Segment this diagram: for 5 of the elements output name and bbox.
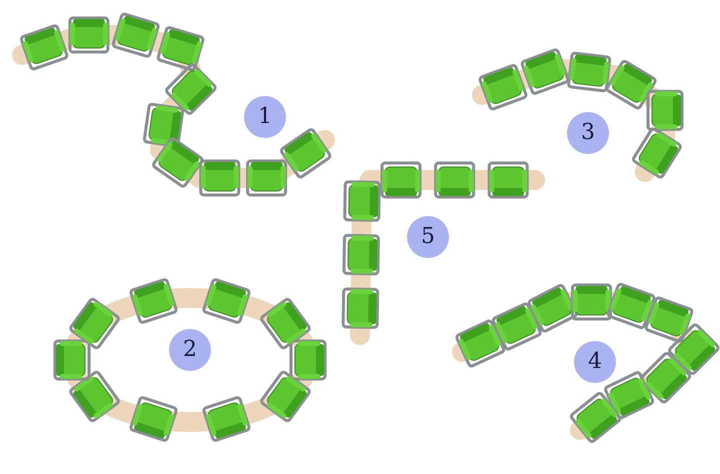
- callout-number: 3: [567, 112, 609, 154]
- callout-number: 1: [244, 96, 286, 138]
- callout-number: 5: [407, 216, 449, 258]
- callout-number: 4: [574, 341, 616, 383]
- callout-number: 2: [169, 329, 211, 371]
